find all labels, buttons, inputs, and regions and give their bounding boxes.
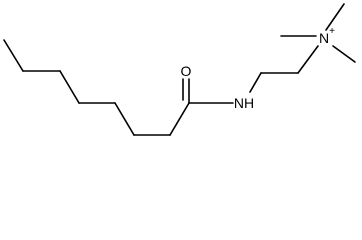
- amide-nitrogen-atom: NH: [234, 95, 254, 111]
- carbonyl-double-bond: [182, 78, 190, 104]
- molecule-structure-drawing: O NH N +: [3, 3, 356, 136]
- bond-c7-c8: [169, 102, 190, 136]
- ammonium-nitrogen-atom: N +: [319, 26, 335, 46]
- bond-c3-c4: [59, 70, 80, 104]
- trimethyl-bonds: [280, 3, 356, 63]
- ammonium-nitrogen-label: N: [319, 30, 329, 46]
- amide-nitrogen-label: NH: [234, 95, 254, 111]
- alkyl-chain: [3, 39, 190, 136]
- bond-n-c9: [249, 72, 262, 93]
- linker-bonds: [188, 45, 319, 104]
- bond-n-methyl-down: [332, 45, 356, 63]
- positive-charge-label: +: [329, 26, 335, 37]
- oxygen-label: O: [181, 63, 192, 79]
- bond-c10-n: [297, 45, 319, 74]
- oxygen-atom: O: [181, 63, 192, 79]
- bond-c1-c2: [3, 39, 24, 72]
- bond-n-methyl-up: [325, 3, 345, 31]
- bond-c5-c6: [114, 102, 135, 136]
